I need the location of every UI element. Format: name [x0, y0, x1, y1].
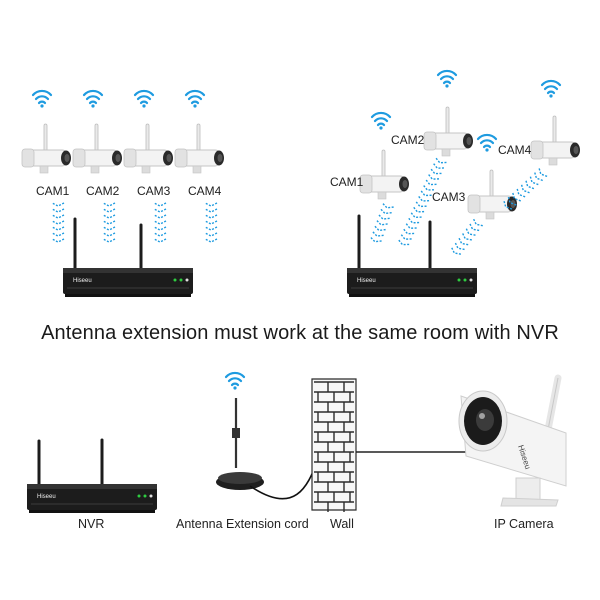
left-camera-4 [174, 123, 225, 174]
left-cam2-label: CAM2 [86, 184, 120, 198]
right-wifi-icon-4 [540, 79, 562, 99]
left-signal-1 [51, 202, 65, 243]
right-cam4-label: CAM4 [498, 143, 532, 157]
left-camera-2 [72, 123, 123, 174]
right-wifi-icon-2 [436, 69, 458, 89]
left-signal-4 [204, 202, 218, 243]
left-signal-2 [102, 202, 116, 243]
right-cam3-label: CAM3 [432, 190, 466, 204]
right-signal-2 [397, 157, 447, 246]
left-wifi-icon-2 [82, 89, 104, 109]
right-wifi-icon-3 [476, 133, 498, 153]
left-wifi-icon-4 [184, 89, 206, 109]
bottom-nvr-brand: Hiseeu [37, 494, 56, 500]
right-signal-3 [450, 218, 483, 255]
left-nvr-brand: Hiseeu [73, 278, 92, 284]
left-cam4-label: CAM4 [188, 184, 222, 198]
right-camera-3 [467, 169, 518, 220]
right-cam1-label: CAM1 [330, 175, 364, 189]
left-camera-1 [21, 123, 72, 174]
right-wifi-icon-1 [370, 111, 392, 131]
antenna-wifi-icon [224, 371, 246, 391]
ip-camera: Hiseeu [458, 374, 567, 507]
extension-antenna-joint [232, 428, 240, 438]
nvr-label: NVR [78, 517, 105, 531]
left-signal-3 [153, 202, 167, 243]
left-wifi-icon-3 [133, 89, 155, 109]
antenna-label: Antenna Extension cord [176, 517, 309, 531]
right-camera-4 [530, 115, 581, 166]
wall-label: Wall [330, 517, 354, 531]
right-signal-1 [369, 202, 394, 243]
headline: Antenna extension must work at the same … [41, 322, 559, 344]
right-camera-2 [423, 106, 474, 157]
camera-label: IP Camera [494, 517, 554, 531]
right-nvr-brand: Hiseeu [357, 278, 376, 284]
left-cam3-label: CAM3 [137, 184, 171, 198]
brick-wall [311, 378, 357, 512]
left-camera-3 [123, 123, 174, 174]
ip-camera-lens [476, 409, 494, 431]
ip-camera-base [500, 497, 559, 507]
right-camera-1 [359, 149, 410, 200]
left-wifi-icon-1 [31, 89, 53, 109]
right-cam2-label: CAM2 [391, 133, 425, 147]
extension-antenna-base-top [218, 472, 262, 484]
left-cam1-label: CAM1 [36, 184, 70, 198]
right-signal-4 [503, 167, 548, 210]
